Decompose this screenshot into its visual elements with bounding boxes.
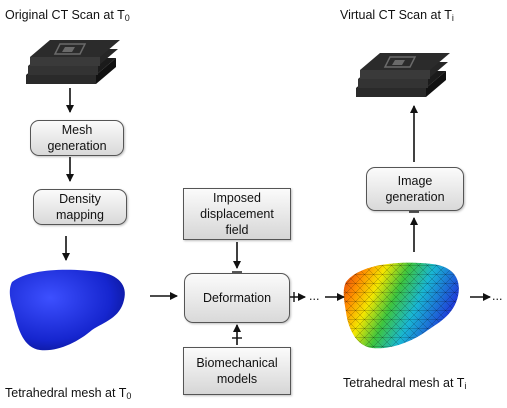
blue-liver-mesh-icon (9, 269, 125, 351)
deformation-box: Deformation (184, 273, 290, 323)
tetrahedral-mesh-t0-label: Tetrahedral mesh at T0 (5, 386, 132, 401)
image-generation-box: Image generation (366, 167, 464, 211)
tetrahedral-mesh-ti-label: Tetrahedral mesh at Ti (343, 376, 467, 391)
imposed-displacement-field-box: Imposed displacement field (183, 188, 291, 240)
deformed-liver-mesh-icon (343, 262, 459, 349)
ellipsis-after-deformed-liver: ... (492, 289, 503, 303)
virtual-ct-label: Virtual CT Scan at Ti (340, 8, 454, 23)
original-ct-label: Original CT Scan at T0 (5, 8, 130, 23)
virtual-ct-stack-icon (356, 53, 450, 97)
biomechanical-models-box: Biomechanical models (183, 347, 291, 395)
mesh-generation-box: Mesh generation (30, 120, 124, 156)
original-ct-stack-icon (26, 40, 120, 84)
ellipsis-after-deformation: ... (309, 289, 320, 303)
density-mapping-box: Density mapping (33, 189, 127, 225)
